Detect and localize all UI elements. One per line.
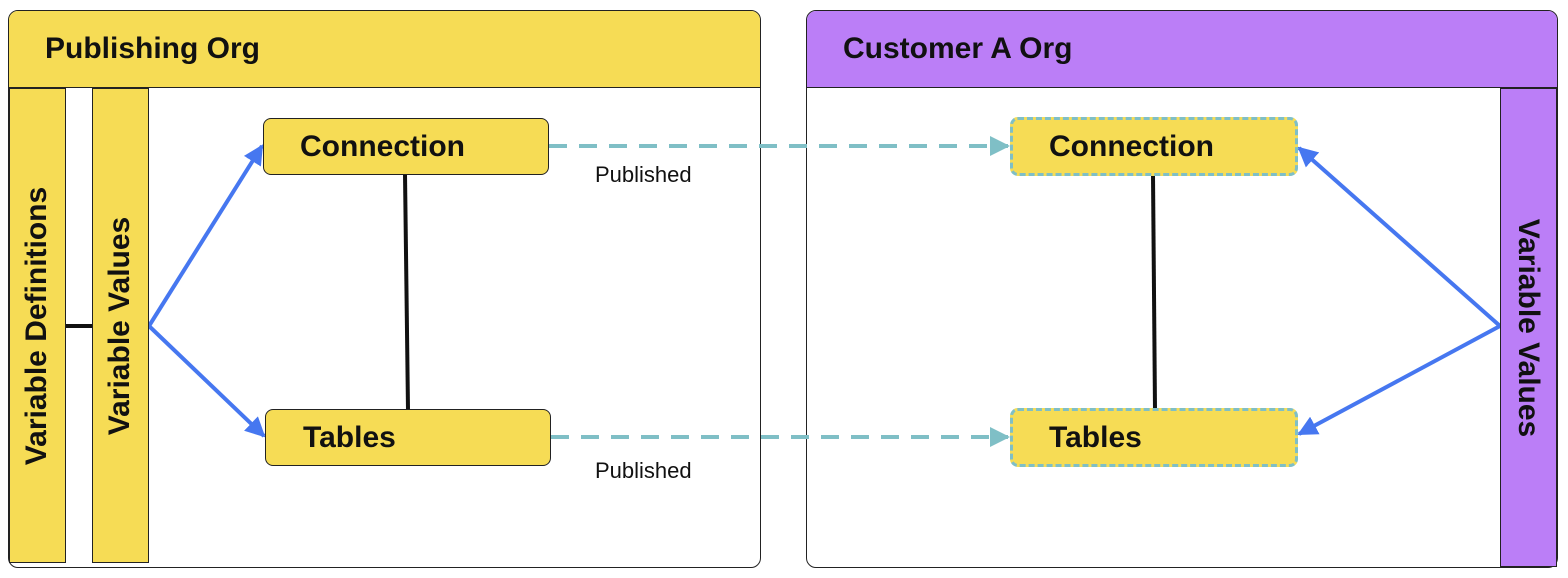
right-values-to-connection-arrow [1297,146,1502,328]
customer-variable-values-bar: Variable Values [1500,88,1557,567]
customer-variable-values-label: Variable Values [1512,218,1546,437]
left-values-to-tables-arrow [147,324,266,438]
publishing-connection-label: Connection [300,129,465,163]
customer-connection-label: Connection [1049,129,1214,163]
customer-org-header: Customer A Org [807,11,1557,88]
publishing-tables-label: Tables [303,420,396,454]
publishing-variable-values-bar: Variable Values [92,88,149,563]
variable-definitions-bar: Variable Definitions [9,88,66,563]
right-connection-tables-link [1151,174,1157,411]
customer-org-panel: Customer A Org [806,10,1558,568]
left-values-to-connection-arrow [147,144,264,328]
publishing-tables-node: Tables [265,409,551,466]
publishing-org-header: Publishing Org [9,11,760,88]
customer-tables-node: Tables [1010,408,1298,467]
left-connection-tables-link [403,173,410,411]
publishing-variable-values-label: Variable Values [103,216,137,435]
right-values-to-tables-arrow [1297,324,1501,436]
published-label-bottom: Published [595,458,692,483]
customer-tables-label: Tables [1049,420,1142,454]
customer-org-title: Customer A Org [843,32,1073,65]
publishing-connection-node: Connection [263,118,549,175]
variable-definitions-label: Variable Definitions [20,186,54,465]
published-label-top: Published [595,162,692,187]
publishing-org-title: Publishing Org [45,32,260,65]
customer-connection-node: Connection [1010,117,1298,176]
